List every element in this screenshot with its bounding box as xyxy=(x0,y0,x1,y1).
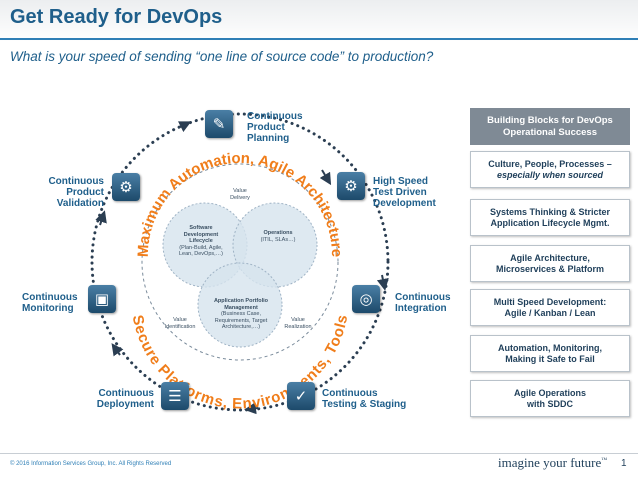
cycle-arrow xyxy=(376,274,389,291)
title-divider xyxy=(0,38,638,40)
planning-icon: ✎ xyxy=(205,110,233,138)
venn-operations-label: Operations(ITIL, SLAs…) xyxy=(260,230,296,243)
cycle-arrow xyxy=(111,343,124,357)
integration-icon: ◎ xyxy=(352,285,380,313)
cycle-arrow xyxy=(244,402,259,415)
deployment-icon: ☰ xyxy=(161,382,189,410)
testing-icon: ✓ xyxy=(287,382,315,410)
venn-portfolio xyxy=(197,262,283,348)
tagline: imagine your future™ xyxy=(498,455,608,470)
inner-ring xyxy=(141,163,339,361)
page-title: Get Ready for DevOps xyxy=(10,6,223,28)
cycle-arrow xyxy=(319,169,332,186)
high-speed-icon: ⚙ xyxy=(337,172,365,200)
page-subtitle: What is your speed of sending “one line … xyxy=(10,49,434,64)
building-block-multi-speed: Multi Speed Development:Agile / Kanban /… xyxy=(470,289,630,326)
page-number: 1 xyxy=(621,458,627,469)
building-block-agile-architecture: Agile Architecture,Microservices & Platf… xyxy=(470,245,630,282)
monitoring-icon: ▣ xyxy=(88,285,116,313)
title-bar xyxy=(0,0,638,42)
footer-divider xyxy=(0,453,638,454)
cycle-arrow xyxy=(95,210,107,226)
building-block-culture: Culture, People, Processes –especially w… xyxy=(470,151,630,188)
cycle-arrow xyxy=(177,121,192,133)
building-block-automation: Automation, Monitoring,Making it Safe to… xyxy=(470,335,630,372)
validation-icon: ⚙ xyxy=(112,173,140,201)
copyright-text: © 2016 Information Services Group, Inc. … xyxy=(10,461,172,467)
cycle-ring xyxy=(90,112,390,412)
